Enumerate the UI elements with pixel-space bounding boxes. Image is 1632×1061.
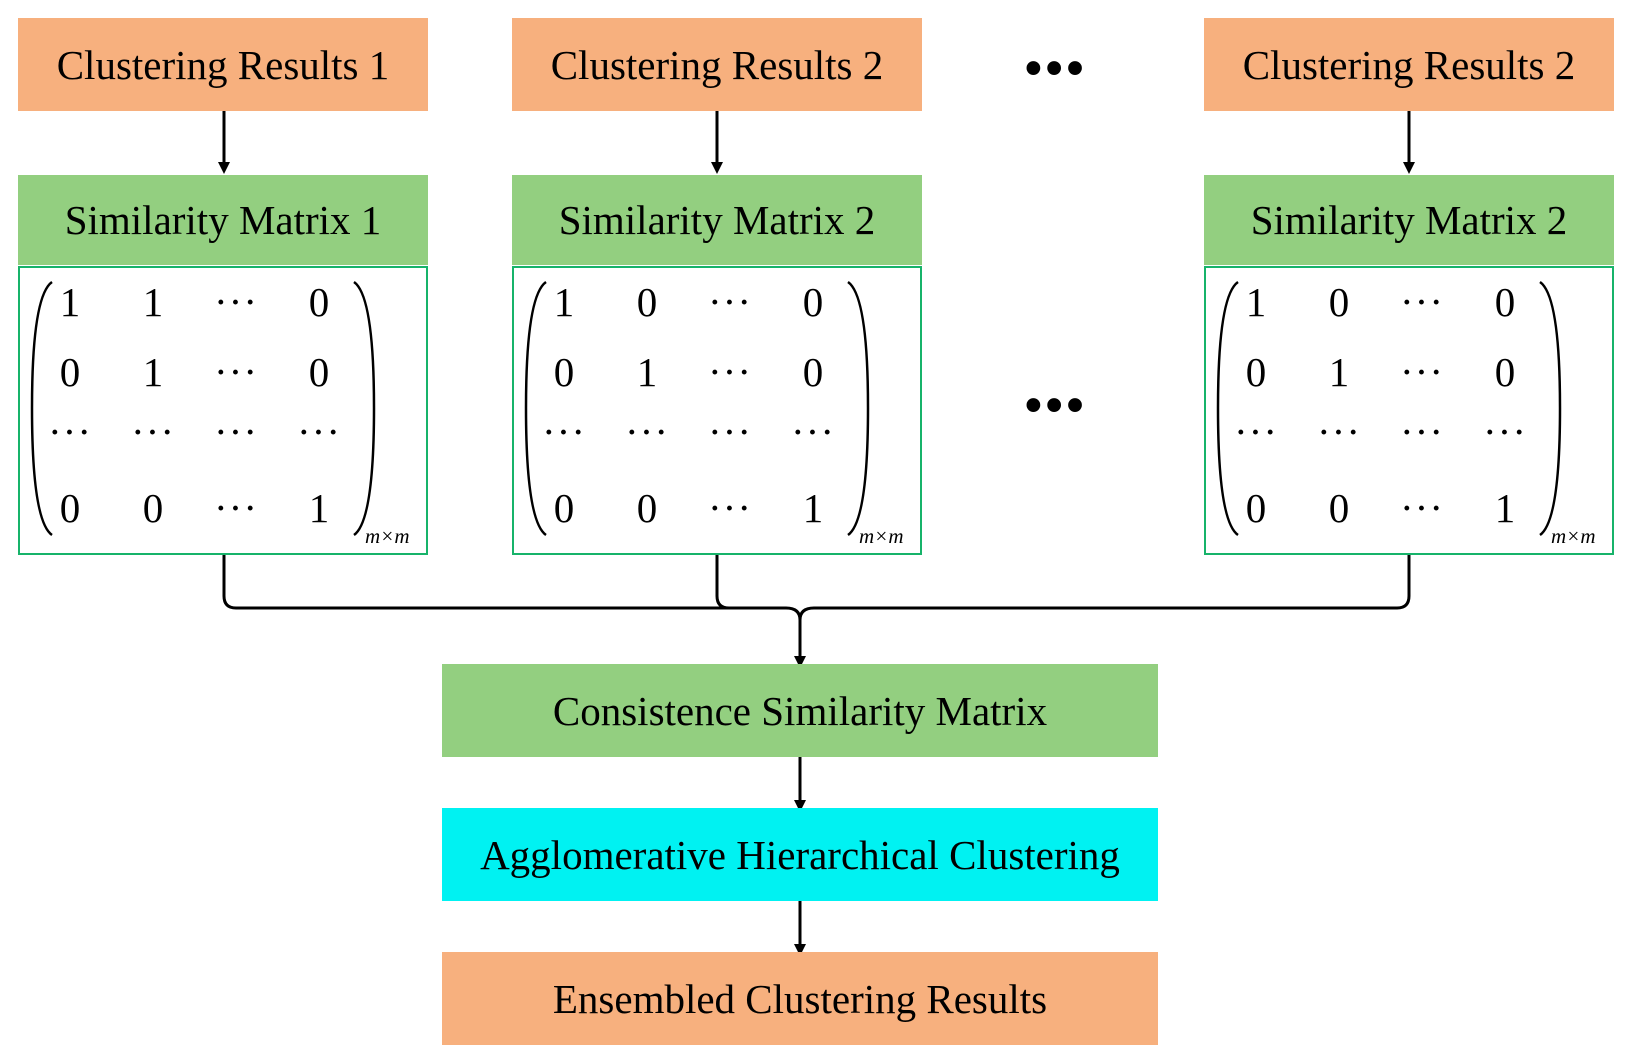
matrix-dimension-subscript: m×m bbox=[365, 524, 410, 548]
similarity-matrix-2: 1 0 ··· 0 0 1 ··· 0 ··· ··· ··· ··· 0 0 … bbox=[512, 266, 922, 555]
matrix-cell: 1 bbox=[802, 485, 824, 531]
ellipsis-top: ••• bbox=[1025, 42, 1088, 95]
matrix-cell: ··· bbox=[1400, 485, 1444, 531]
left-paren-icon bbox=[1216, 280, 1239, 537]
matrix-cell: ··· bbox=[708, 349, 752, 395]
matrix-cell: 1 bbox=[1245, 279, 1267, 325]
right-paren-icon bbox=[353, 280, 376, 537]
matrix-cell: ··· bbox=[48, 409, 92, 455]
matrix-cell: 0 bbox=[308, 279, 330, 325]
matrix-cell: 1 bbox=[142, 279, 164, 325]
left-paren-icon bbox=[524, 280, 547, 537]
matrix-cell: 1 bbox=[308, 485, 330, 531]
matrix-cell: 0 bbox=[59, 349, 81, 395]
right-paren-icon bbox=[847, 280, 870, 537]
similarity-matrix-1: 1 1 ··· 0 0 1 ··· 0 ··· ··· ··· ··· 0 0 … bbox=[18, 266, 428, 555]
matrix-cell: 0 bbox=[802, 349, 824, 395]
clustering-results-box-2: Clustering Results 2 bbox=[512, 18, 922, 111]
matrix-cell: 0 bbox=[1245, 349, 1267, 395]
matrix-cell: 1 bbox=[59, 279, 81, 325]
matrix-cell: ··· bbox=[214, 279, 258, 325]
matrix-cell: ··· bbox=[708, 279, 752, 325]
ellipsis-middle: ••• bbox=[1025, 379, 1088, 432]
ensembled-results-box: Ensembled Clustering Results bbox=[442, 952, 1158, 1045]
matrix-cell: ··· bbox=[1234, 409, 1278, 455]
matrix-cell: 0 bbox=[636, 279, 658, 325]
matrix-dimension-subscript: m×m bbox=[1551, 524, 1596, 548]
matrix-cell: ··· bbox=[297, 409, 341, 455]
matrix-dimension-subscript: m×m bbox=[859, 524, 904, 548]
matrix-cell: 0 bbox=[142, 485, 164, 531]
matrix-cell: ··· bbox=[1400, 409, 1444, 455]
similarity-matrix-title-1: Similarity Matrix 1 bbox=[18, 175, 428, 265]
matrix-cell: ··· bbox=[214, 485, 258, 531]
right-paren-icon bbox=[1539, 280, 1562, 537]
matrix-cell: 0 bbox=[636, 485, 658, 531]
matrix-cell: ··· bbox=[1400, 279, 1444, 325]
matrix-cell: 1 bbox=[1328, 349, 1350, 395]
matrix-cell: 0 bbox=[308, 349, 330, 395]
consistence-similarity-matrix-box: Consistence Similarity Matrix bbox=[442, 664, 1158, 757]
left-paren-icon bbox=[30, 280, 53, 537]
matrix-cell: ··· bbox=[131, 409, 175, 455]
matrix-cell: 0 bbox=[553, 349, 575, 395]
matrix-cell: ··· bbox=[214, 409, 258, 455]
matrix-cell: 0 bbox=[1328, 485, 1350, 531]
matrix-cell: 0 bbox=[553, 485, 575, 531]
matrix-cell: 0 bbox=[1494, 279, 1516, 325]
similarity-matrix-title-2: Similarity Matrix 2 bbox=[512, 175, 922, 265]
matrix-cell: ··· bbox=[214, 349, 258, 395]
clustering-results-box-1: Clustering Results 1 bbox=[18, 18, 428, 111]
merge-line-left bbox=[222, 555, 802, 621]
matrix-cell: ··· bbox=[708, 409, 752, 455]
matrix-cell: 0 bbox=[1494, 349, 1516, 395]
matrix-cell: ··· bbox=[1483, 409, 1527, 455]
similarity-matrix-title-3: Similarity Matrix 2 bbox=[1204, 175, 1614, 265]
matrix-cell: 1 bbox=[1494, 485, 1516, 531]
merge-line-right bbox=[798, 555, 1411, 621]
matrix-cell: ··· bbox=[542, 409, 586, 455]
clustering-results-box-3: Clustering Results 2 bbox=[1204, 18, 1614, 111]
merge-line-middle bbox=[715, 555, 786, 610]
matrix-cell: ··· bbox=[708, 485, 752, 531]
matrix-cell: ··· bbox=[1317, 409, 1361, 455]
agglomerative-clustering-box: Agglomerative Hierarchical Clustering bbox=[442, 808, 1158, 901]
matrix-cell: 1 bbox=[553, 279, 575, 325]
matrix-cell: ··· bbox=[625, 409, 669, 455]
matrix-cell: 0 bbox=[802, 279, 824, 325]
matrix-cell: 1 bbox=[636, 349, 658, 395]
matrix-cell: 1 bbox=[142, 349, 164, 395]
matrix-cell: 0 bbox=[1328, 279, 1350, 325]
matrix-cell: ··· bbox=[791, 409, 835, 455]
similarity-matrix-3: 1 0 ··· 0 0 1 ··· 0 ··· ··· ··· ··· 0 0 … bbox=[1204, 266, 1614, 555]
matrix-cell: ··· bbox=[1400, 349, 1444, 395]
matrix-cell: 0 bbox=[1245, 485, 1267, 531]
matrix-cell: 0 bbox=[59, 485, 81, 531]
